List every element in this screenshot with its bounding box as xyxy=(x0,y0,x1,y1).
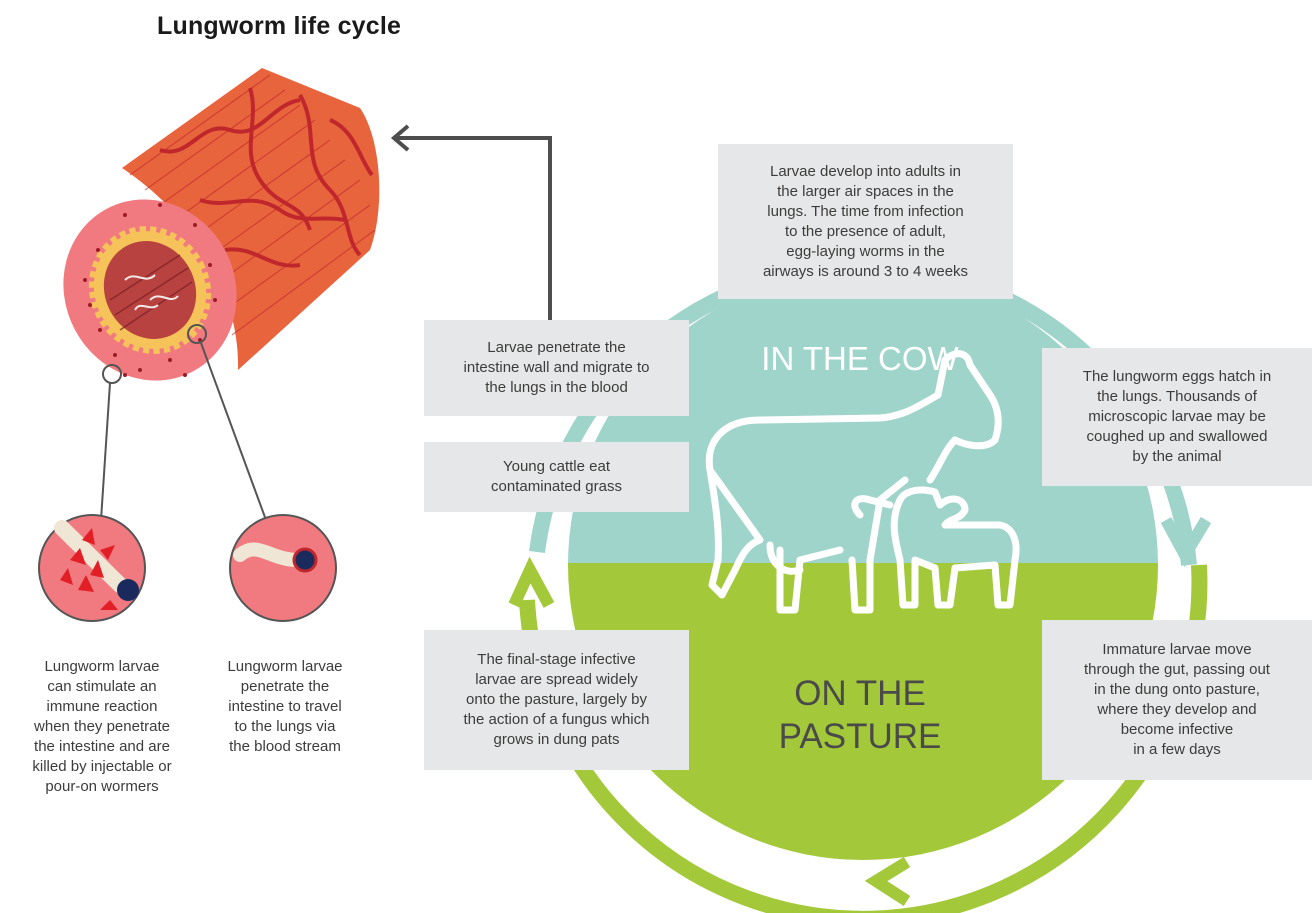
connector-arrow-icon xyxy=(390,124,410,152)
step-penetrate: Larvae penetrate the intestine wall and … xyxy=(424,320,689,416)
intestine-illustration xyxy=(63,68,380,521)
ring-arrow-bottom-icon xyxy=(864,856,911,907)
blood-vessels xyxy=(159,87,374,268)
lumen xyxy=(103,241,197,339)
step-immature-larvae: Immature larvae move through the gut, pa… xyxy=(1042,620,1312,780)
ring-arrow-left-icon xyxy=(508,556,555,608)
ring-arrow-right-icon xyxy=(1160,516,1212,568)
step-young-cattle: Young cattle eat contaminated grass xyxy=(424,442,689,512)
tissue-dots xyxy=(83,203,217,377)
step-final-stage: The final-stage infective larvae are spr… xyxy=(424,630,689,770)
cow-calf-icon xyxy=(705,350,1020,614)
larvae-in-lumen xyxy=(124,274,179,311)
zoom-circle-immune xyxy=(38,514,146,622)
step-develop-adults: Larvae develop into adults in the larger… xyxy=(718,144,1013,299)
zoom-marker-right xyxy=(187,324,207,344)
page-title: Lungworm life cycle xyxy=(157,12,402,40)
zoom-line-right xyxy=(200,342,267,521)
caption-immune: Lungworm larvae can stimulate an immune … xyxy=(32,658,172,795)
caption-travel: Lungworm larvae penetrate the intestine … xyxy=(227,658,343,755)
zoom-marker-left xyxy=(102,364,122,384)
zone-label-cow: IN THE COW xyxy=(761,340,959,377)
zone-label-pasture: ON THE PASTURE xyxy=(778,674,942,756)
connector-line xyxy=(395,136,552,320)
step-eggs-hatch: The lungworm eggs hatch in the lungs. Th… xyxy=(1042,348,1312,486)
zoom-circle-travel xyxy=(229,514,337,622)
zoom-line-left xyxy=(100,382,111,521)
